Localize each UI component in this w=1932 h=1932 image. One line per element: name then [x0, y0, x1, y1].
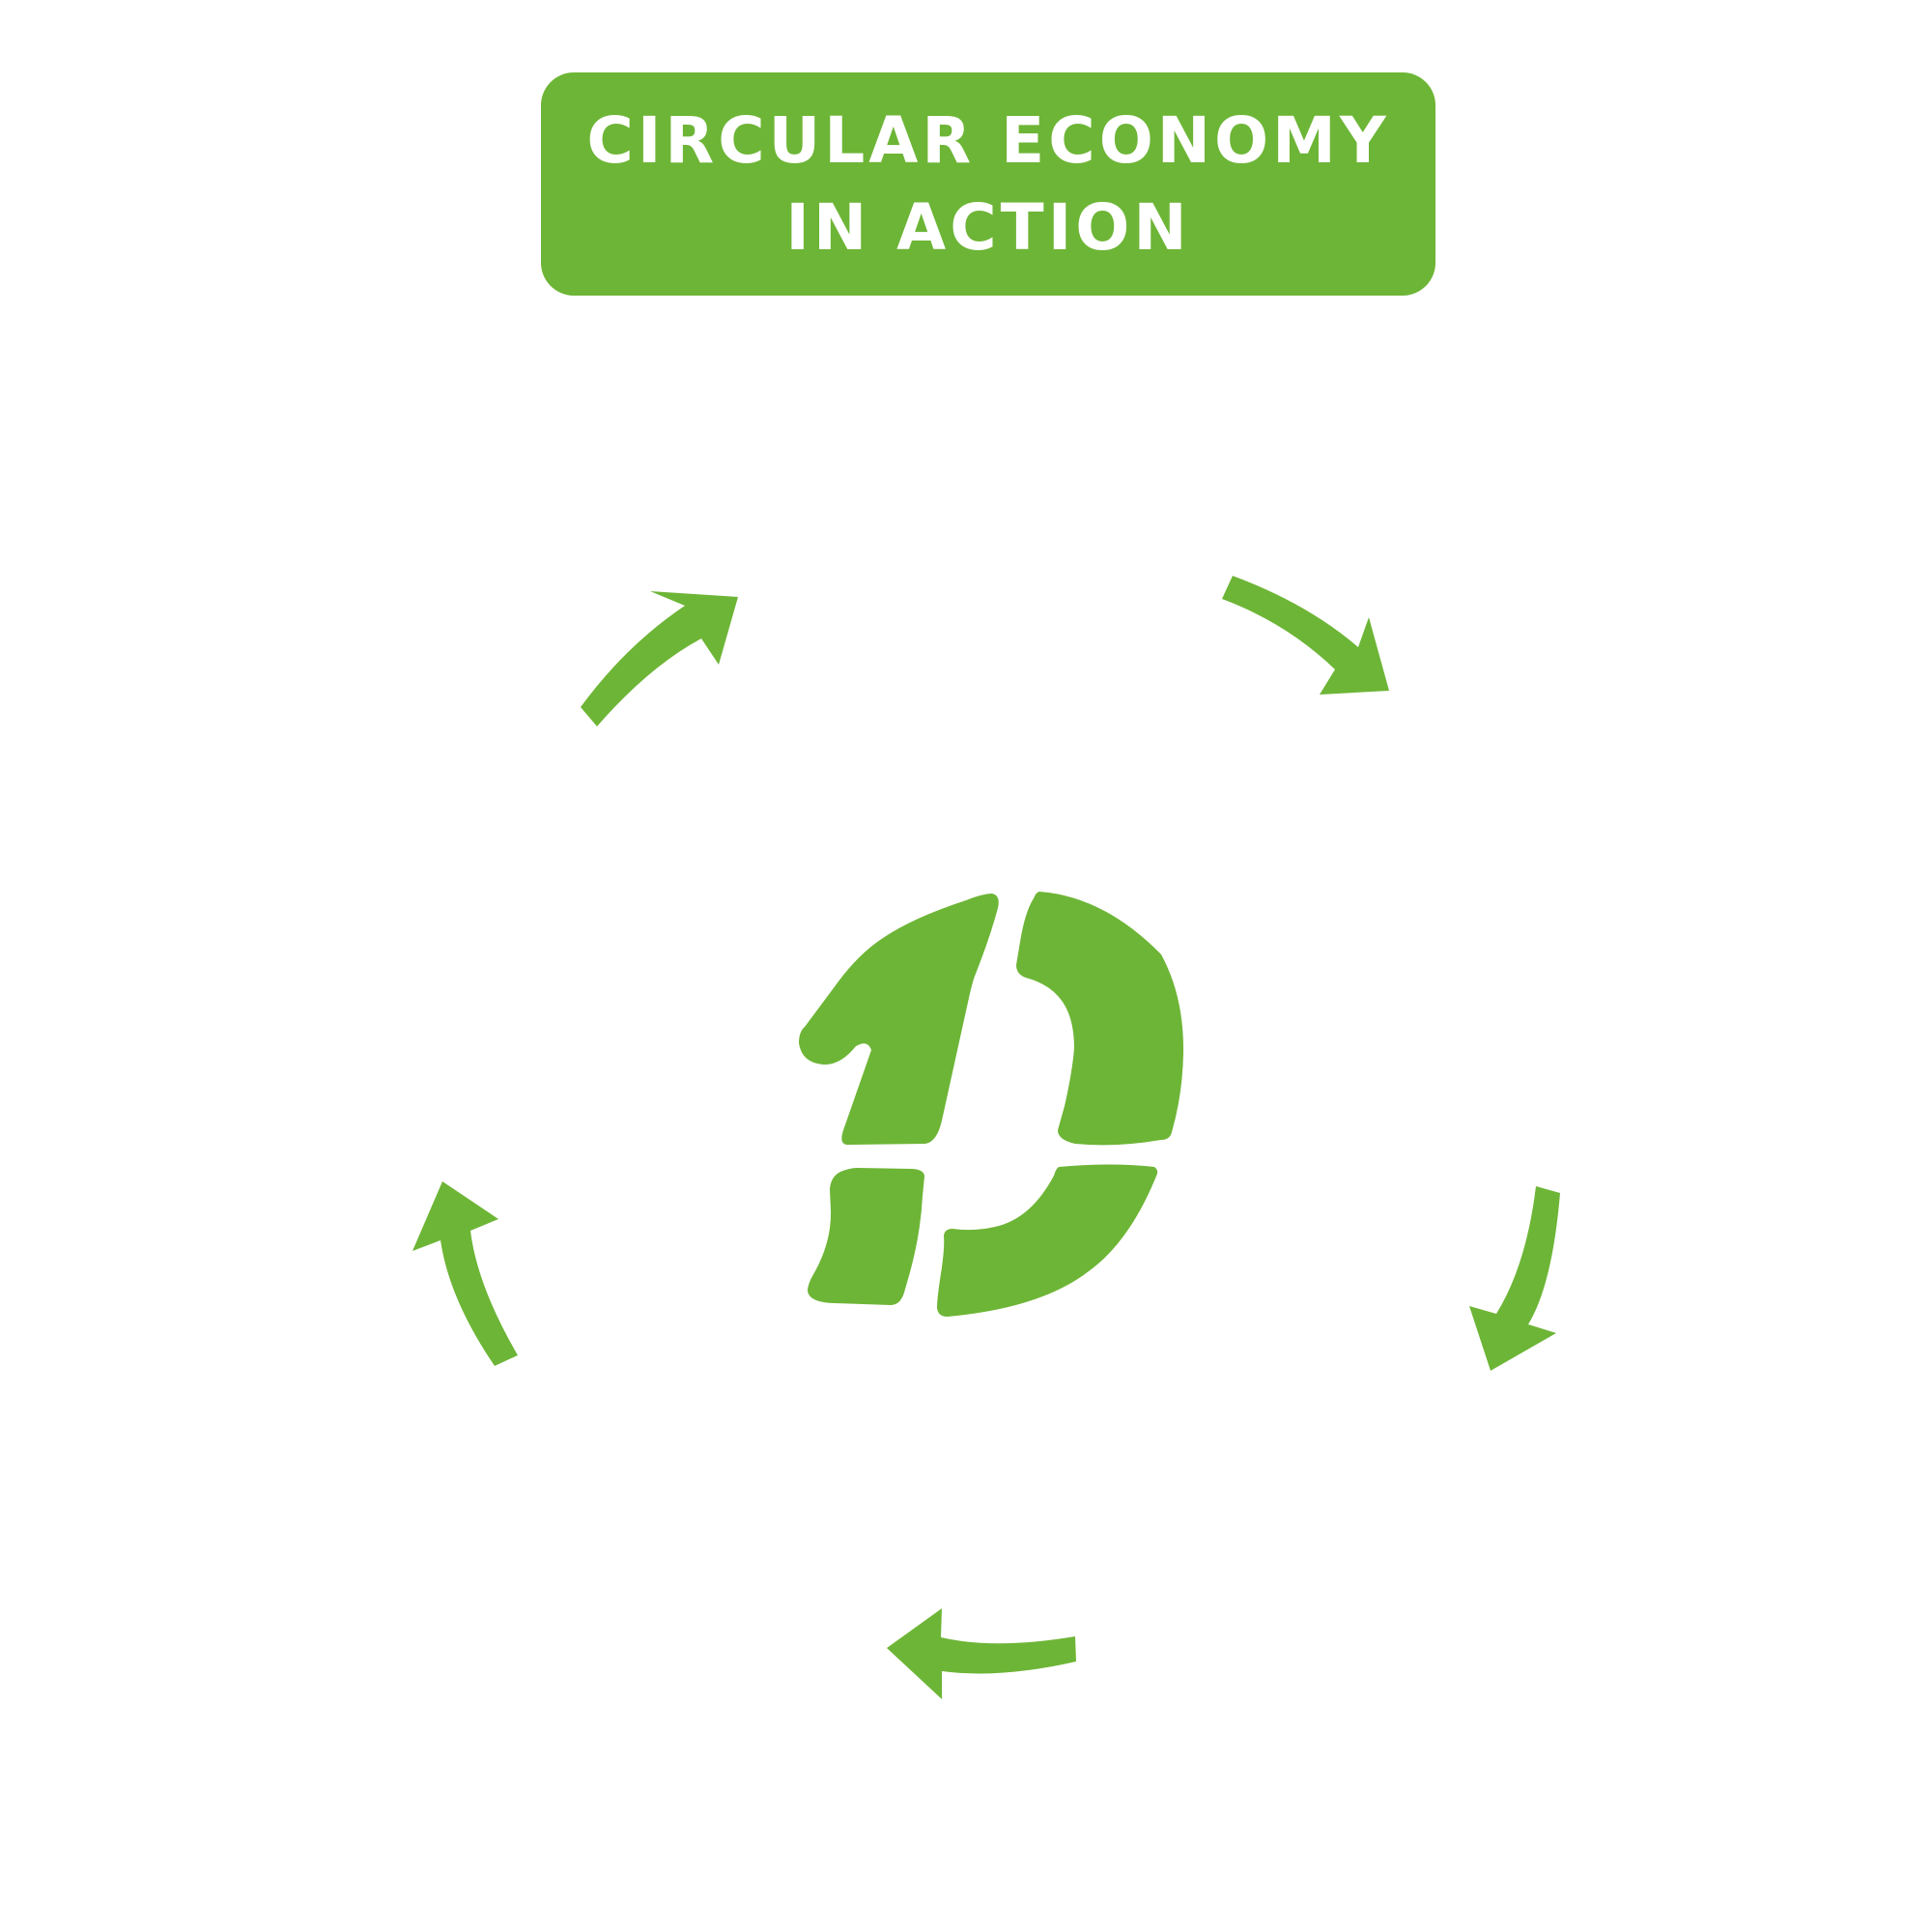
title-line-2: IN ACTION: [785, 189, 1191, 265]
title-banner: CIRCULAR ECONOMY IN ACTION: [541, 72, 1435, 296]
cycle-arrow-left: [412, 1181, 518, 1366]
title-line-1: CIRCULAR ECONOMY: [586, 102, 1390, 178]
cycle-arrow-top-left: [581, 591, 738, 726]
cycle-arrow-top-right: [1222, 576, 1389, 695]
recycle-logo-icon: [799, 892, 1184, 1317]
cycle-arrow-right: [1469, 1186, 1560, 1371]
cycle-arrow-bottom: [887, 1608, 1076, 1699]
